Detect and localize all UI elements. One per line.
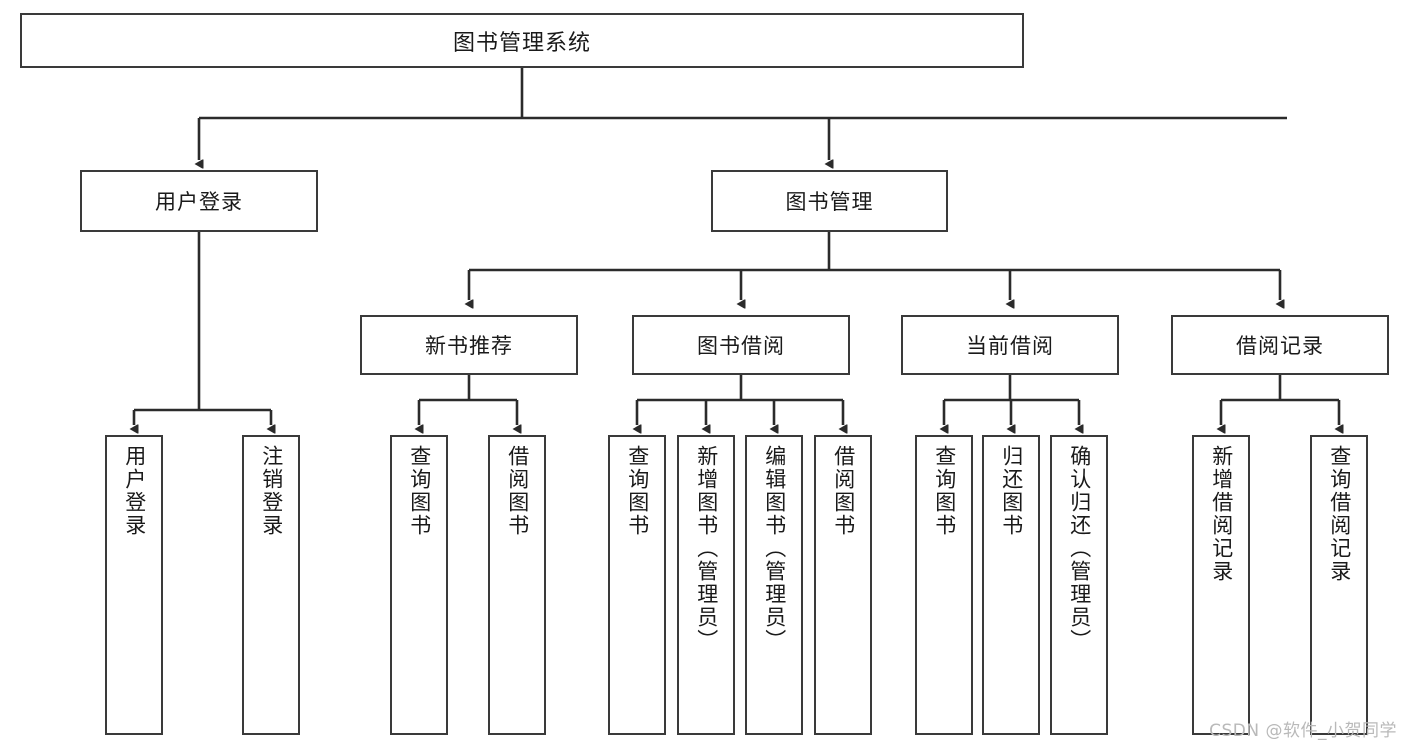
leaf-confirm-return-admin[interactable]: 确认归还（管理员） [1050, 435, 1108, 735]
leaf-borrow-book-nbr[interactable]: 借阅图书 [488, 435, 546, 735]
node-label: 确认归还（管理员） [1067, 445, 1092, 652]
leaf-query-borrow-record[interactable]: 查询借阅记录 [1310, 435, 1368, 735]
node-label: 当前借阅 [966, 334, 1054, 358]
node-book-borrowing[interactable]: 图书借阅 [632, 315, 850, 375]
node-label: 注销登录 [259, 445, 284, 537]
leaf-query-book-cb[interactable]: 查询图书 [915, 435, 973, 735]
leaf-user-login[interactable]: 用户登录 [105, 435, 163, 735]
leaf-edit-book-admin[interactable]: 编辑图书（管理员） [745, 435, 803, 735]
node-new-book-recommendation[interactable]: 新书推荐 [360, 315, 578, 375]
node-root-system[interactable]: 图书管理系统 [20, 13, 1024, 68]
leaf-logout[interactable]: 注销登录 [242, 435, 300, 735]
node-borrowing-records[interactable]: 借阅记录 [1171, 315, 1389, 375]
node-label: 图书借阅 [697, 334, 785, 358]
leaf-query-book-nbr[interactable]: 查询图书 [390, 435, 448, 735]
leaf-add-book-admin[interactable]: 新增图书（管理员） [677, 435, 735, 735]
node-label: 归还图书 [999, 445, 1024, 537]
leaf-borrow-book-bb[interactable]: 借阅图书 [814, 435, 872, 735]
node-label: 用户登录 [155, 190, 243, 214]
node-book-management[interactable]: 图书管理 [711, 170, 948, 232]
csdn-watermark: CSDN @软件_小贺同学 [1209, 721, 1397, 741]
node-label: 新增图书（管理员） [694, 445, 719, 652]
node-label: 借阅图书 [831, 445, 856, 537]
node-label: 新增借阅记录 [1209, 445, 1234, 583]
node-user-login[interactable]: 用户登录 [80, 170, 318, 232]
leaf-return-book[interactable]: 归还图书 [982, 435, 1040, 735]
node-label: 借阅图书 [505, 445, 530, 537]
node-label: 查询图书 [625, 445, 650, 537]
node-label: 编辑图书（管理员） [762, 445, 787, 652]
node-label: 查询借阅记录 [1327, 445, 1352, 583]
node-label: 图书管理系统 [452, 30, 591, 56]
node-label: 新书推荐 [425, 334, 513, 358]
node-label: 查询图书 [932, 445, 957, 537]
node-label: 用户登录 [122, 445, 147, 537]
leaf-add-borrow-record[interactable]: 新增借阅记录 [1192, 435, 1250, 735]
node-current-borrowing[interactable]: 当前借阅 [901, 315, 1119, 375]
node-label: 查询图书 [407, 445, 432, 537]
node-label: 图书管理 [785, 190, 874, 214]
node-label: 借阅记录 [1236, 334, 1324, 358]
leaf-query-book-bb[interactable]: 查询图书 [608, 435, 666, 735]
